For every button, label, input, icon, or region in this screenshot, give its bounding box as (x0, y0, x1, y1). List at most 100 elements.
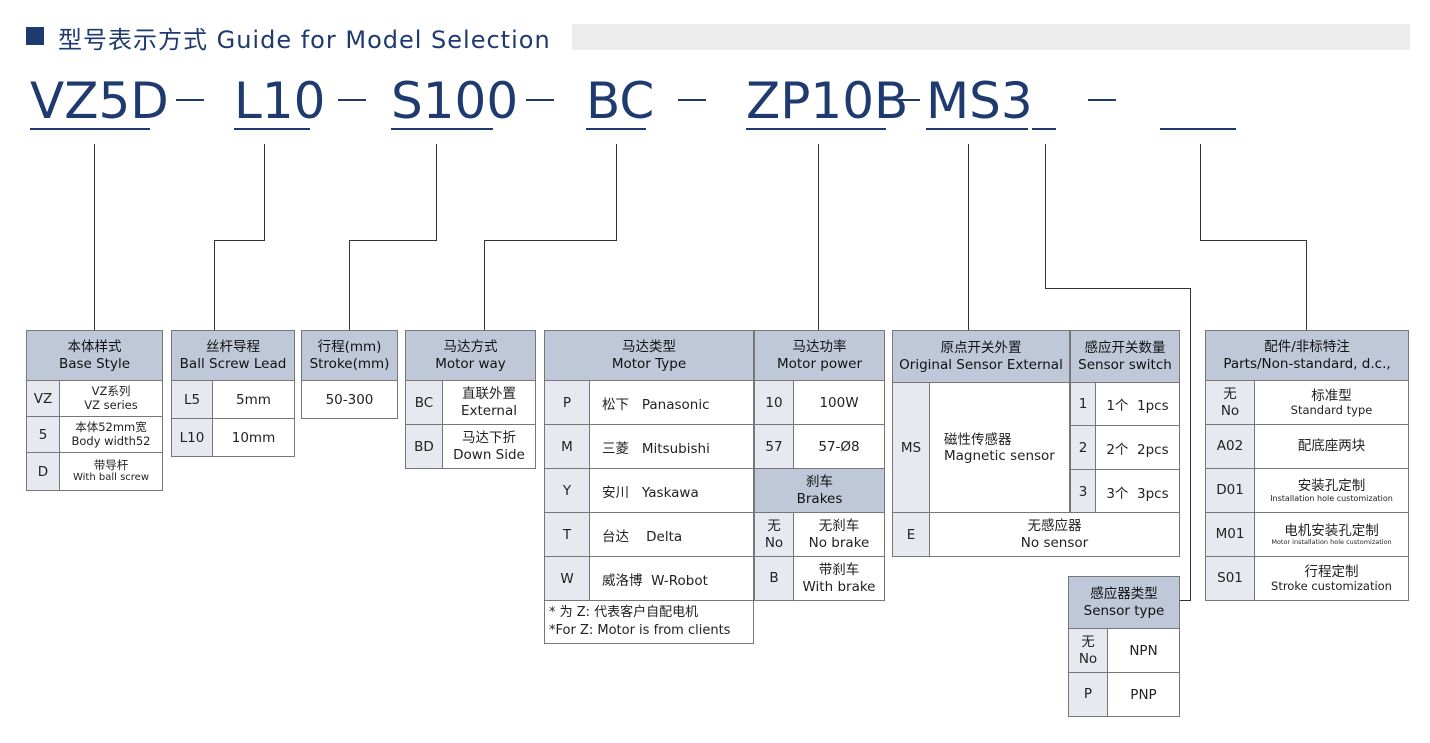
connector-line (349, 240, 350, 330)
connector-line (214, 240, 265, 241)
model-seg-motor-way: BC (586, 72, 655, 130)
desc-cn: 安装孔定制 (1297, 477, 1366, 494)
code-cell: 1 (1070, 382, 1096, 426)
code-cell: D (26, 452, 60, 491)
value-cell: 57-Ø8 (793, 424, 885, 469)
code-cell: 3 (1070, 469, 1096, 514)
table-row: 2 2个 2pcs (1070, 425, 1180, 470)
desc-en: External (460, 402, 517, 419)
desc-cn: 标准型 (1311, 387, 1352, 404)
code-cell: T (544, 512, 590, 557)
code-cn: B (769, 570, 779, 587)
table-row: A02 配底座两块 (1205, 424, 1409, 469)
value-cell: 安川 Yaskawa (589, 468, 754, 513)
value-cell: 三菱 Mitsubishi (589, 424, 754, 469)
desc-cn: 带导杆 (93, 457, 129, 472)
code-cn: 无 (1223, 386, 1237, 403)
value-cell: 100W (793, 380, 885, 425)
dash (898, 99, 920, 101)
model-seg-base: VZ5D (30, 72, 169, 130)
code-cell: BC (405, 380, 443, 425)
motor-power-table: 马达功率 Motor power 10 100W 57 57-Ø8 刹车 Bra… (754, 330, 885, 601)
underline-stroke (391, 128, 493, 130)
table-row: 1 1个 1pcs (1070, 382, 1180, 426)
header-square-icon (26, 27, 44, 45)
table-row: P 松下 Panasonic (544, 380, 754, 425)
origin-sensor-table: 原点开关外置 Original Sensor External MS 磁性传感器… (892, 330, 1070, 514)
code-cell: L5 (171, 380, 213, 419)
dash (338, 99, 366, 101)
header-cn: 行程(mm) (317, 338, 382, 355)
model-seg-sensor: MS3 (926, 72, 1033, 130)
note-en: *For Z: Motor is from clients (549, 623, 731, 639)
header-cn: 马达类型 (622, 338, 676, 355)
connector-line (214, 240, 215, 330)
code-cell: VZ (26, 380, 60, 417)
code-cell: A02 (1205, 424, 1255, 469)
table-row: 57 57-Ø8 (754, 424, 885, 469)
connector-line (1200, 240, 1307, 241)
header-cn: 本体样式 (67, 338, 122, 355)
desc-cn: 磁性传感器 (944, 431, 1012, 448)
underline-motor (746, 128, 886, 130)
value-cell: 2个 2pcs (1095, 425, 1180, 470)
code-cell: 57 (754, 424, 794, 469)
underline-base (30, 128, 150, 130)
underline-lead (234, 128, 310, 130)
table-row: Y 安川 Yaskawa (544, 468, 754, 513)
dash (1088, 99, 1116, 101)
value-cell: 5mm (212, 380, 295, 419)
header-bar (572, 24, 1410, 50)
code-cell: BD (405, 424, 443, 469)
motor-way-header: 马达方式 Motor way (405, 330, 536, 381)
dash (678, 99, 706, 101)
code-en: No (1078, 650, 1098, 667)
code-cell: W (544, 556, 590, 601)
ball-screw-header: 丝杆导程 Ball Screw Lead (171, 330, 295, 381)
value-cell: PNP (1107, 672, 1180, 717)
code-cell: M (544, 424, 590, 469)
brakes-header: 刹车 Brakes (754, 468, 885, 513)
desc-en: VZ series (84, 397, 138, 412)
desc-cn: 电机安装孔定制 (1284, 522, 1379, 539)
stroke-table: 行程(mm) Stroke(mm) 50-300 (301, 330, 398, 419)
table-row: P PNP (1068, 672, 1180, 717)
code-cn: M01 (1215, 526, 1245, 543)
table-row: L10 10mm (171, 418, 295, 457)
desc-cn: 直联外置 (462, 386, 516, 403)
table-row: 3 3个 3pcs (1070, 469, 1180, 514)
dash (526, 99, 554, 101)
code-cn: S01 (1217, 570, 1243, 587)
header-cn: 感应器类型 (1090, 585, 1158, 602)
desc-cn: VZ系列 (91, 383, 131, 398)
code-cell: 2 (1070, 425, 1096, 470)
connector-line (968, 144, 969, 330)
desc-cn: 马达下折 (462, 430, 516, 447)
table-row: L5 5mm (171, 380, 295, 419)
connector-line (1045, 288, 1191, 289)
desc-en: Body width52 (71, 433, 151, 448)
code-cell: B (754, 556, 794, 601)
motor-type-note: * 为 Z: 代表客户自配电机 *For Z: Motor is from cl… (544, 599, 754, 645)
value-cell: NPN (1107, 628, 1180, 673)
note-cn: * 为 Z: 代表客户自配电机 (549, 605, 699, 620)
page-title: 型号表示方式 Guide for Model Selection (58, 26, 551, 54)
desc-en: With brake (802, 578, 876, 595)
code-cell: P (544, 380, 590, 425)
connector-line (1180, 600, 1191, 601)
base-style-header: 本体样式 Base Style (26, 330, 163, 381)
